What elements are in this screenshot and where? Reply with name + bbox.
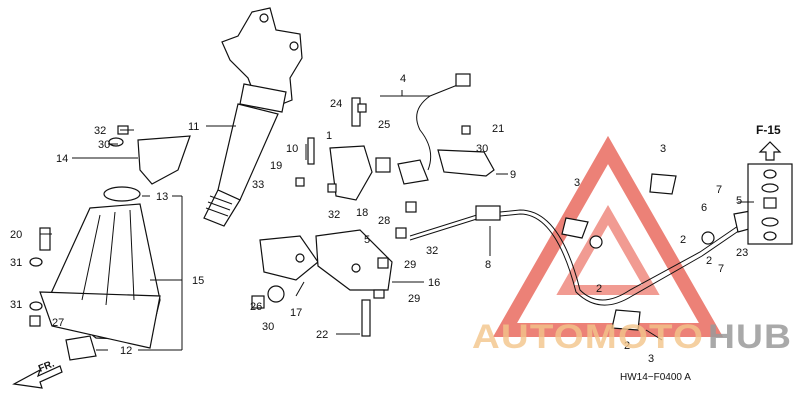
callout-31: 31: [10, 257, 22, 269]
callout-24: 24: [330, 98, 342, 110]
callout-2: 2: [596, 283, 602, 295]
callout-3: 3: [648, 353, 654, 365]
callout-2: 2: [624, 340, 630, 352]
callout-30: 30: [98, 139, 110, 151]
watermark-text: AUTOMOTO HUB: [472, 318, 792, 356]
leader-lines: [40, 90, 754, 351]
callout-7: 7: [716, 184, 722, 196]
callout-14: 14: [56, 153, 68, 165]
callout-19: 19: [270, 160, 282, 172]
callout-17: 17: [290, 307, 302, 319]
callout-18: 18: [356, 207, 368, 219]
callout-27: 27: [52, 317, 64, 329]
callout-8: 8: [485, 259, 491, 271]
watermark-part2: HUB: [708, 318, 792, 356]
callout-26: 26: [250, 301, 262, 313]
control-cable: [409, 73, 761, 331]
callout-3: 3: [574, 177, 580, 189]
mounting-bracket: [259, 229, 393, 337]
column-cover: [39, 135, 191, 361]
callout-32: 32: [94, 125, 106, 137]
callout-16: 16: [428, 277, 440, 289]
callout-30: 30: [262, 321, 274, 333]
callout-3: 3: [660, 143, 666, 155]
callout-13: 13: [156, 191, 168, 203]
front-direction-marker: FR.: [12, 358, 63, 389]
callout-5: 5: [364, 234, 370, 246]
callout-30: 30: [476, 143, 488, 155]
callout-32: 32: [426, 245, 438, 257]
callout-5: 5: [736, 195, 742, 207]
callout-25: 25: [378, 119, 390, 131]
drawing-code: HW14−F0400 A: [620, 372, 691, 383]
steering-column: [203, 7, 303, 227]
watermark-part1: AUTOMOTO: [472, 318, 704, 356]
section-ref-label: F-15: [756, 123, 781, 137]
callout-labels: 1 2 2 2 2 3 3 3 4 5 5 6 7 7 8 9 10 11 12…: [10, 73, 748, 365]
callout-11: 11: [188, 121, 199, 133]
callout-2: 2: [706, 255, 712, 267]
callout-12: 12: [120, 345, 132, 357]
callout-9: 9: [510, 169, 516, 181]
callout-20: 20: [10, 229, 22, 241]
callout-33: 33: [252, 179, 264, 191]
callout-22: 22: [316, 329, 328, 341]
callout-29: 29: [404, 259, 416, 271]
callout-4: 4: [400, 73, 406, 85]
lever-assembly: [329, 97, 495, 201]
callout-7: 7: [718, 263, 724, 275]
callout-28: 28: [378, 215, 390, 227]
callout-2: 2: [680, 234, 686, 246]
callout-29: 29: [408, 293, 420, 305]
callout-32: 32: [328, 209, 340, 221]
callout-21: 21: [492, 123, 504, 135]
callout-15: 15: [192, 275, 204, 287]
callout-1: 1: [326, 130, 332, 142]
callout-10: 10: [286, 143, 298, 155]
callout-23: 23: [736, 247, 748, 259]
section-reference: [747, 141, 793, 245]
callout-31: 31: [10, 299, 22, 311]
callout-6: 6: [701, 202, 707, 214]
